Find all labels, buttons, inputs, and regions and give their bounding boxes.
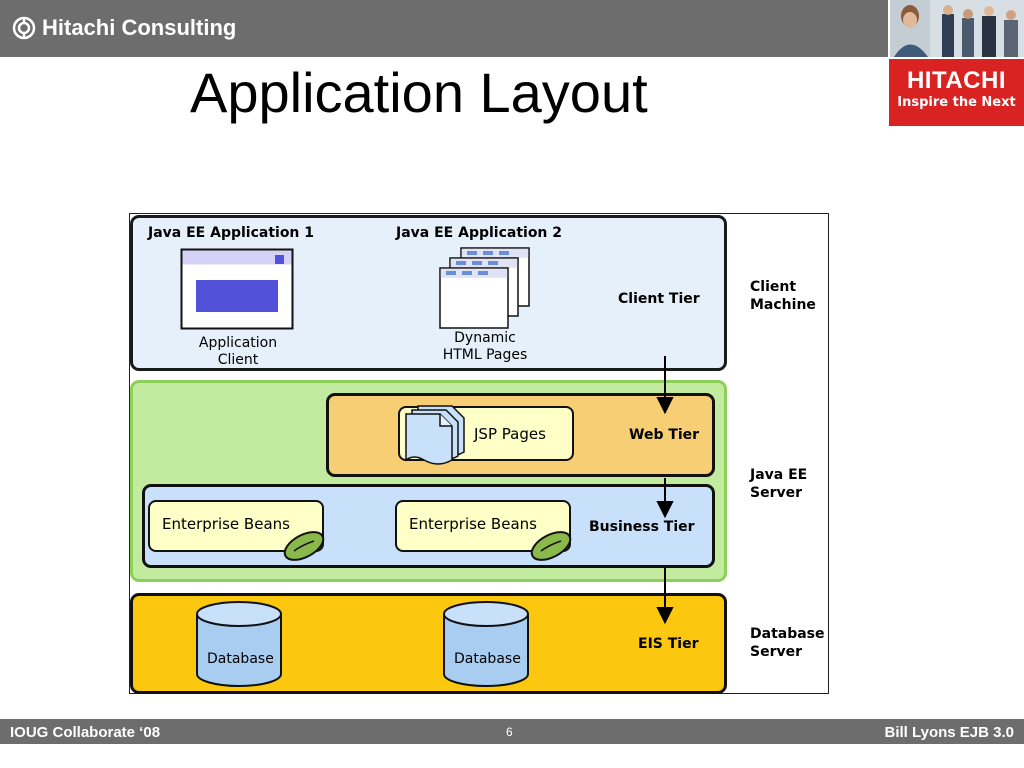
java-ee-server-label-line1: Java EE — [750, 467, 808, 483]
arrow-client-to-web — [656, 356, 674, 415]
client-tier-box — [130, 215, 727, 371]
database-label-1: Database — [207, 651, 274, 667]
footer-author: Bill Lyons EJB 3.0 — [884, 724, 1015, 741]
dynamic-pages-label-line1: Dynamic — [454, 330, 516, 346]
web-tier-label: Web Tier — [629, 427, 700, 443]
eis-tier-label: EIS Tier — [638, 636, 699, 652]
header-photo — [890, 0, 1024, 57]
app-client-label-line2: Client — [217, 352, 259, 368]
arrow-business-to-eis — [656, 568, 674, 624]
database-icon-2 — [443, 601, 529, 687]
database-server-label-line1: Database — [750, 626, 825, 642]
database-icon-1 — [196, 601, 282, 687]
brand: Hitachi Consulting — [12, 15, 236, 41]
app1-title: Java EE Application 1 — [148, 225, 315, 241]
dynamic-pages-label-line2: HTML Pages — [442, 347, 528, 363]
bean-icon-2 — [530, 531, 572, 561]
slide-title: Application Layout — [190, 61, 648, 124]
app-client-label-line1: Application — [198, 335, 278, 351]
connector-arrows — [656, 356, 674, 624]
architecture-diagram: Java EE Application 1 Java EE Applicatio… — [129, 213, 829, 694]
bean-icon-1 — [283, 531, 325, 561]
client-tier-label: Client Tier — [618, 291, 700, 307]
enterprise-beans-box-1: Enterprise Beans — [148, 500, 324, 552]
business-tier-label: Business Tier — [589, 519, 695, 535]
client-machine-label-line2: Machine — [750, 297, 816, 313]
jsp-pages-label: JSP Pages — [474, 425, 546, 443]
client-machine-label-line1: Client — [750, 279, 797, 295]
header-bar: Hitachi Consulting — [0, 0, 888, 57]
logo-word: HITACHI — [906, 67, 1007, 94]
enterprise-beans-label-2: Enterprise Beans — [409, 515, 537, 533]
arrow-web-to-business — [656, 478, 674, 519]
logo-tagline: Inspire the Next — [897, 95, 1016, 110]
database-label-2: Database — [454, 651, 521, 667]
brand-name: Hitachi Consulting — [42, 15, 237, 40]
app2-title: Java EE Application 2 — [396, 225, 563, 241]
hitachi-emblem-icon — [12, 16, 36, 40]
enterprise-beans-label-1: Enterprise Beans — [162, 515, 290, 533]
jsp-documents-icon — [405, 405, 465, 465]
dynamic-html-pages-icon — [439, 247, 530, 329]
database-server-label-line2: Server — [750, 644, 803, 660]
footer-event: IOUG Collaborate ‘08 — [10, 724, 161, 741]
page-number: 6 — [506, 725, 513, 739]
application-client-icon — [180, 248, 294, 330]
java-ee-server-label-line2: Server — [750, 485, 803, 501]
footer-bar: IOUG Collaborate ‘08 6 Bill Lyons EJB 3.… — [0, 719, 1024, 744]
hitachi-logo: HITACHI Inspire the Next — [889, 59, 1024, 126]
